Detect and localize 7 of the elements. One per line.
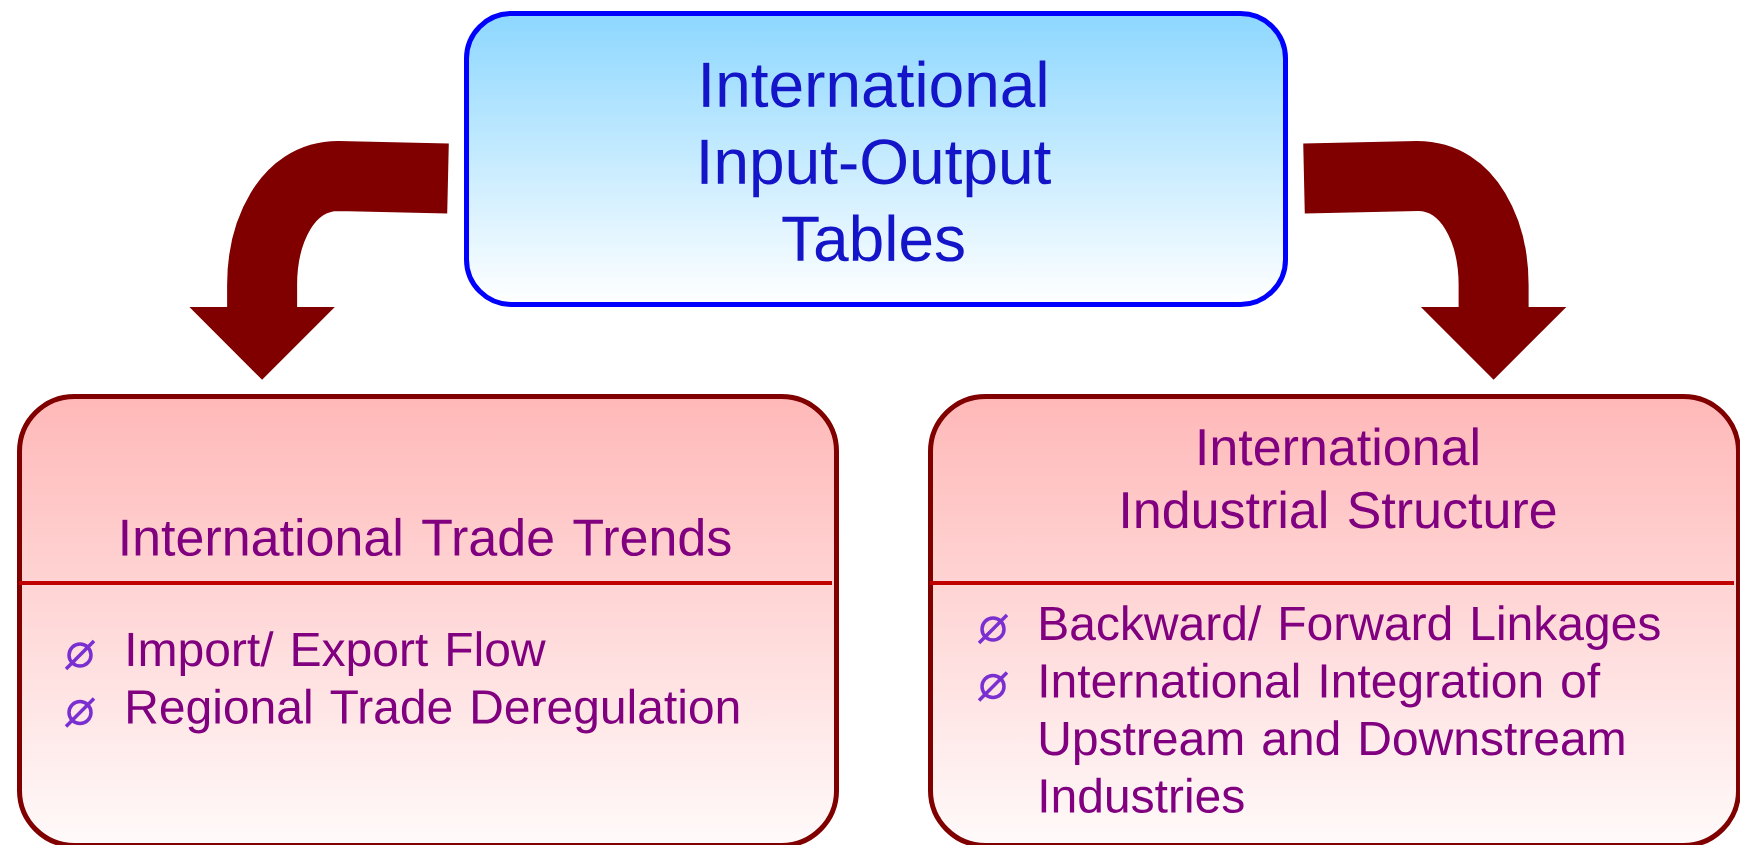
box-heading: International Trade Trends (122, 517, 731, 557)
title-box: International Input-Output Tables (464, 11, 1288, 307)
list-item: International Integration of Upstream and Downstream Industries (1040, 662, 1624, 813)
box-heading: International Industrial Structure (1123, 427, 1556, 529)
list-item: Backward/ Forward Linkages (1041, 605, 1660, 650)
list-item: Regional Trade Deregulation (128, 688, 739, 734)
list-item: Import/ Export Flow (128, 631, 546, 676)
